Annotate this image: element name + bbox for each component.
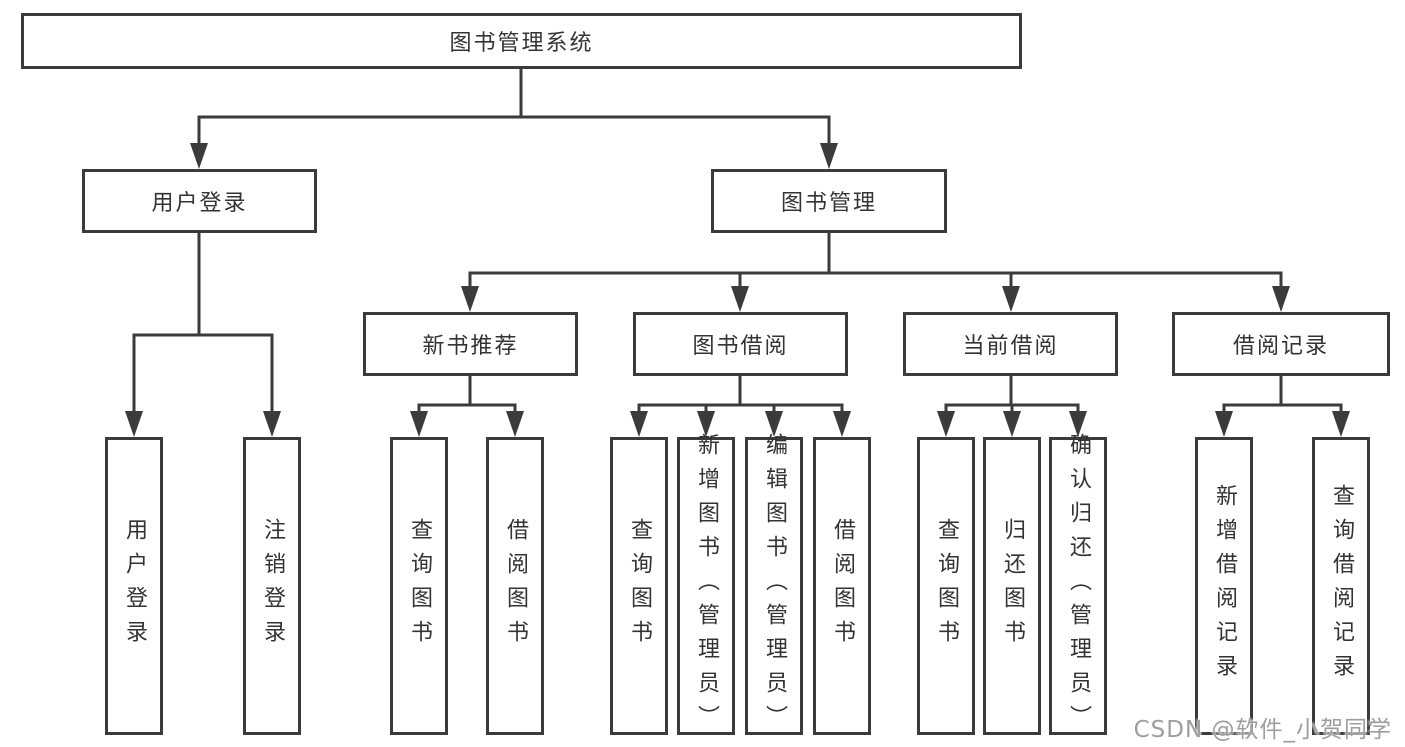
- arrowhead: [125, 411, 143, 437]
- node-new-book-recommend: 新书推荐: [363, 312, 578, 376]
- leaf-newbook-query-books: 查询图书: [390, 437, 448, 735]
- leaf-borrow-add-books-admin: 新增图书（管理员）: [677, 433, 735, 739]
- leaf-borrow-query-books: 查询图书: [610, 437, 668, 735]
- node-label: 新增图书（管理员）: [694, 433, 719, 739]
- arrowhead: [1215, 411, 1233, 437]
- arrowhead: [1332, 411, 1350, 437]
- node-label: 新书推荐: [422, 334, 519, 359]
- arrowhead: [1272, 286, 1290, 312]
- leaf-current-return-books: 归还图书: [983, 437, 1041, 735]
- node-label: 图书管理系统: [449, 31, 594, 56]
- connector-l1-splitter: [197, 115, 831, 147]
- arrowhead: [461, 286, 479, 312]
- connector-borrow-splitter: [637, 403, 844, 415]
- node-label: 当前借阅: [962, 334, 1059, 359]
- node-book-management: 图书管理: [711, 169, 947, 233]
- node-label: 查询图书: [934, 518, 959, 654]
- leaf-borrow-borrow-books: 借阅图书: [813, 437, 871, 735]
- arrowhead: [190, 143, 208, 169]
- leaf-borrow-edit-books-admin: 编辑图书（管理员）: [745, 433, 803, 739]
- leaf-logout: 注销登录: [243, 437, 301, 735]
- arrowhead: [263, 411, 281, 437]
- arrowhead: [697, 411, 715, 437]
- arrowhead: [506, 411, 524, 437]
- node-book-borrow: 图书借阅: [633, 312, 848, 376]
- node-current-borrow: 当前借阅: [903, 312, 1118, 376]
- leaf-user-login: 用户登录: [105, 437, 163, 735]
- node-user-login: 用户登录: [82, 169, 317, 233]
- node-label: 借阅记录: [1232, 334, 1329, 359]
- connector-l2-splitter: [468, 271, 1283, 290]
- leaf-current-query-books: 查询图书: [917, 437, 975, 735]
- node-label: 用户登录: [151, 191, 248, 216]
- arrowhead: [1069, 411, 1087, 437]
- leaf-record-add-borrow-record: 新增借阅记录: [1195, 437, 1253, 735]
- arrowhead: [630, 411, 648, 437]
- node-label: 图书借阅: [692, 334, 789, 359]
- arrowhead: [937, 411, 955, 437]
- node-label: 用户登录: [122, 518, 147, 654]
- node-label: 注销登录: [260, 518, 285, 654]
- node-label: 编辑图书（管理员）: [762, 433, 787, 739]
- connector-newbook-splitter: [417, 403, 517, 415]
- csdn-watermark: CSDN @软件_小贺同学: [1133, 717, 1392, 743]
- node-label: 图书管理: [780, 191, 877, 216]
- node-label: 归还图书: [1000, 518, 1025, 654]
- node-label: 查询图书: [407, 518, 432, 654]
- leaf-newbook-borrow-books: 借阅图书: [486, 437, 544, 735]
- arrowhead: [1003, 411, 1021, 437]
- node-borrow-record: 借阅记录: [1172, 312, 1390, 376]
- connector-record-splitter: [1222, 403, 1343, 415]
- node-label: 查询借阅记录: [1329, 484, 1354, 688]
- leaf-current-confirm-return-admin: 确认归还（管理员）: [1049, 433, 1107, 739]
- arrowhead: [765, 411, 783, 437]
- node-label: 新增借阅记录: [1212, 484, 1237, 688]
- node-label: 借阅图书: [830, 518, 855, 654]
- node-label: 借阅图书: [503, 518, 528, 654]
- connector-login-splitter: [132, 333, 274, 415]
- arrowhead: [833, 411, 851, 437]
- node-label: 确认归还（管理员）: [1066, 433, 1091, 739]
- arrowhead: [731, 286, 749, 312]
- node-root-system: 图书管理系统: [21, 13, 1022, 69]
- arrowhead: [1002, 286, 1020, 312]
- node-label: 查询图书: [627, 518, 652, 654]
- leaf-record-query-borrow-record: 查询借阅记录: [1312, 437, 1370, 735]
- arrowhead: [820, 143, 838, 169]
- arrowhead: [410, 411, 428, 437]
